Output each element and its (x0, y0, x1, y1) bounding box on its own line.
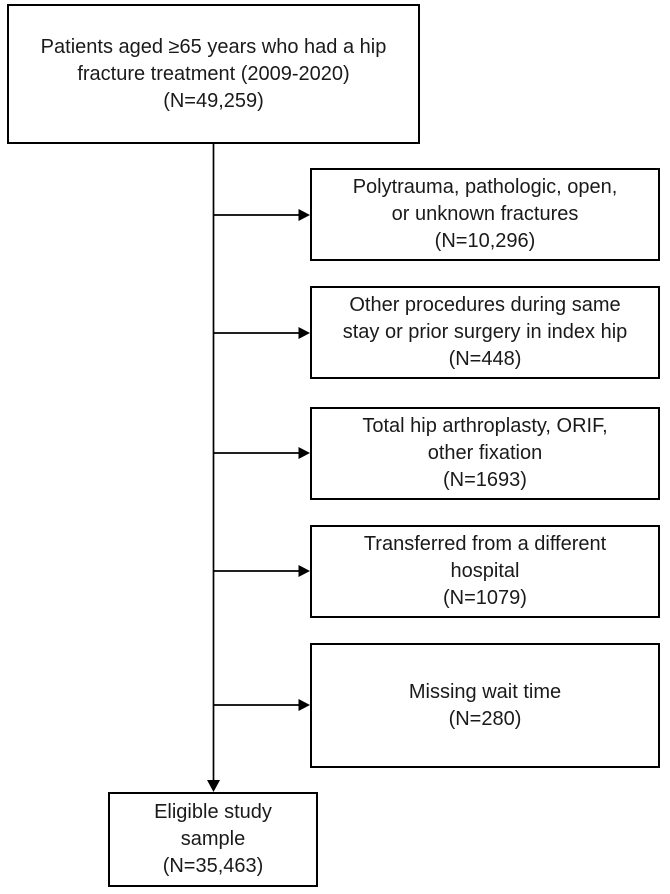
down-arrowhead-icon (207, 780, 220, 792)
box-exclusion-missing-wait-time-text: Missing wait time (N=280) (408, 680, 562, 730)
box-initial-population-text: Patients aged ≥65 years who had a hip fr… (40, 35, 387, 112)
box-exclusion-arthroplasty-orif: Total hip arthroplasty, ORIF, other fixa… (310, 407, 660, 500)
box-eligible-sample-text: Eligible study sample (N=35,463) (154, 801, 272, 877)
box-exclusion-other-procedures: Other procedures during same stay or pri… (310, 286, 660, 379)
box-exclusion-arthroplasty-orif-text: Total hip arthroplasty, ORIF, other fixa… (362, 415, 608, 491)
right-arrowhead-icon (298, 565, 310, 577)
box-exclusion-missing-wait-time: Missing wait time (N=280) (310, 643, 660, 768)
right-arrowhead-icon (298, 699, 310, 711)
box-eligible-sample: Eligible study sample (N=35,463) (108, 792, 318, 887)
box-exclusion-polytrauma-text: Polytrauma, pathologic, open, or unknown… (352, 176, 618, 252)
box-exclusion-transferred-text: Transferred from a different hospital (N… (363, 533, 607, 609)
right-arrowhead-icon (298, 447, 310, 459)
right-arrowhead-icon (298, 327, 310, 339)
right-arrowhead-icon (298, 209, 310, 221)
box-exclusion-polytrauma: Polytrauma, pathologic, open, or unknown… (310, 168, 660, 261)
box-initial-population: Patients aged ≥65 years who had a hip fr… (7, 4, 420, 144)
box-exclusion-other-procedures-text: Other procedures during same stay or pri… (342, 294, 628, 370)
box-exclusion-transferred: Transferred from a different hospital (N… (310, 525, 660, 618)
